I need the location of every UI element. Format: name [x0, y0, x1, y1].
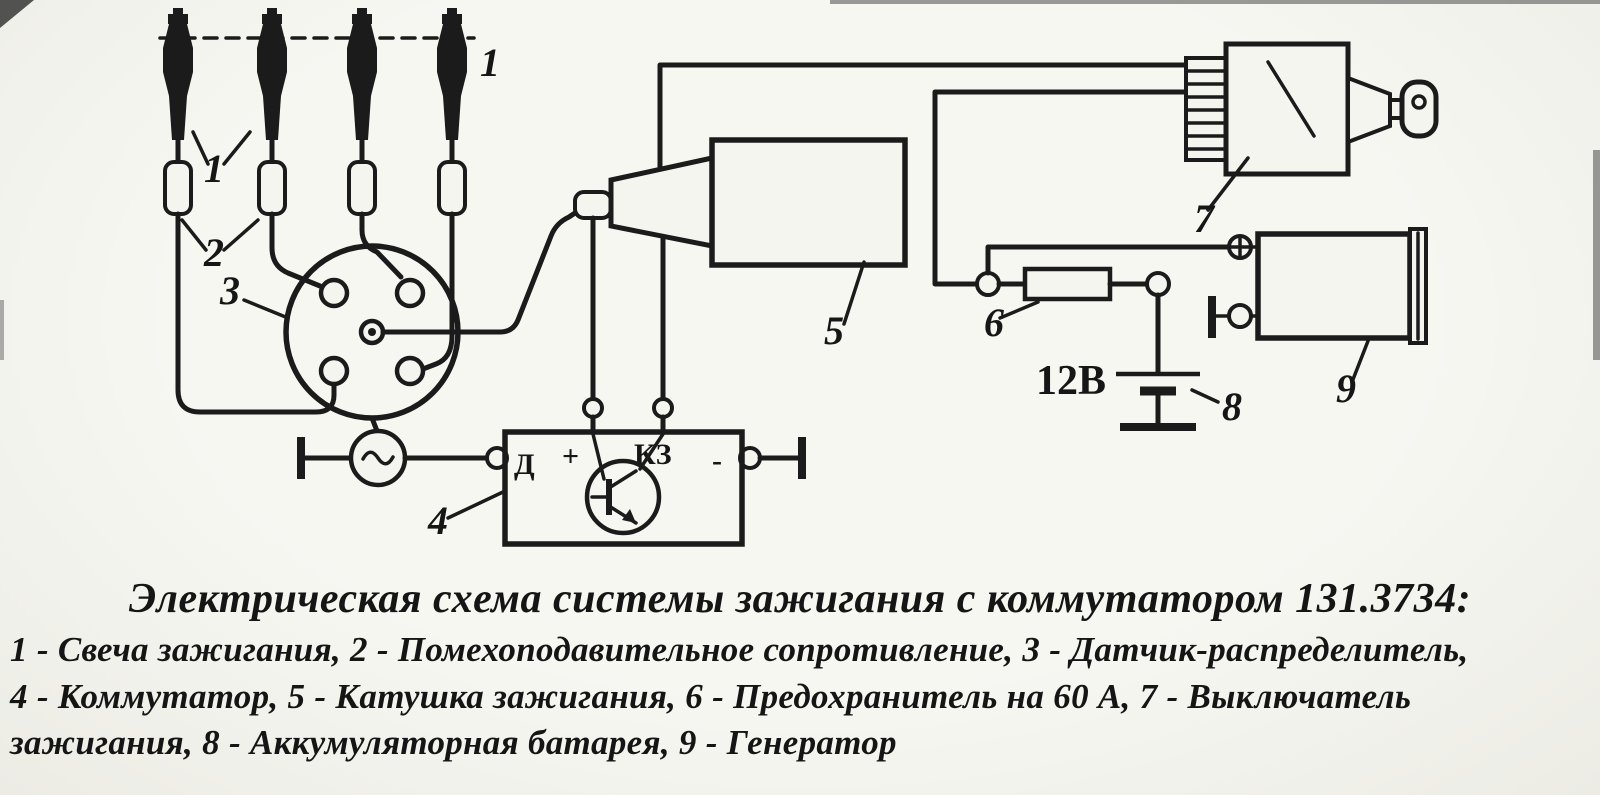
callout-group-5: 5 [824, 260, 866, 353]
spark-plug-3 [347, 8, 377, 140]
spark-plug-leader: 1 [158, 36, 500, 85]
switch-body [1223, 41, 1351, 177]
ignition-switch [1184, 41, 1439, 177]
suppression-resistor-4 [437, 160, 467, 216]
pulse-sensor [297, 415, 490, 488]
callout-5: 5 [824, 308, 844, 353]
callout-group-8: 8 [1190, 384, 1242, 429]
callout-2: 2 [203, 230, 224, 275]
spark-plug-2 [257, 8, 287, 140]
suppression-resistor-2 [257, 160, 287, 216]
terminal-d-label: Д [514, 448, 535, 481]
suppression-resistor-1 [163, 160, 193, 216]
commutator-body [502, 429, 745, 547]
wire-to-generator-plus [985, 244, 1232, 276]
wire-coil-to-switch [657, 62, 1189, 172]
callout-group-1: 1 [191, 130, 252, 191]
terminal-plus-label: + [562, 440, 579, 473]
callout-group-9: 9 [1336, 339, 1370, 411]
fuse-terminal-right [1145, 271, 1171, 297]
connector-dot [582, 397, 604, 419]
fuse-terminal-left [975, 271, 1001, 297]
distributor-contact [318, 355, 350, 387]
spark-plug-4 [437, 8, 467, 140]
scan-artifacts [0, 0, 1600, 360]
spark-plugs [163, 8, 467, 140]
ignition-system-schematic: 1 1 2 [0, 0, 1600, 547]
legend-line-1: 1 - Свеча зажигания, 2 - Помехоподавител… [10, 630, 1469, 669]
generator-body [1255, 231, 1413, 341]
generator-ground-terminal [1227, 303, 1253, 329]
coil-body [709, 137, 908, 268]
wire-switch-to-fuse [932, 89, 1189, 287]
transistor-symbol [584, 432, 665, 536]
battery-voltage-label: 12В [1036, 358, 1106, 404]
callout-group-2: 2 [180, 218, 260, 275]
callout-group-7: 7 [1194, 156, 1250, 241]
legend: 1 - Свеча зажигания, 2 - Помехоподавител… [0, 623, 1600, 767]
suppression-resistor-3 [347, 160, 377, 216]
fuse-body [1022, 266, 1113, 302]
callout-group-6: 6 [984, 300, 1040, 345]
distributor-contact [318, 277, 350, 309]
key-icon [1388, 79, 1439, 139]
battery: 12В [1036, 358, 1200, 431]
switch-contact-hatch [1184, 69, 1228, 151]
terminal-minus-label: - [712, 444, 722, 477]
generator [1208, 227, 1428, 345]
caption-block: Электрическая схема системы зажигания с … [0, 575, 1600, 767]
distributor-contact [394, 277, 426, 309]
callout-4: 4 [427, 498, 448, 543]
spark-plug-1 [163, 8, 193, 140]
callout-1-top: 1 [480, 40, 500, 85]
legend-line-3: зажигания, 8 - Аккумуляторная батарея, 9… [10, 723, 897, 763]
callout-9: 9 [1336, 366, 1356, 411]
callout-group-3: 3 [219, 268, 290, 320]
callout-6: 6 [984, 300, 1004, 345]
fuse-circuit [932, 89, 1232, 375]
ac-wave-icon [361, 450, 395, 466]
ignition-coil [573, 62, 1189, 435]
commutator: Д + КЗ - [485, 429, 806, 547]
callout-3: 3 [219, 268, 240, 313]
coil-hv-terminal [573, 190, 613, 220]
distributor-contact [394, 355, 426, 387]
callout-1: 1 [204, 146, 224, 191]
coil-neck [608, 154, 715, 250]
callout-8: 8 [1222, 384, 1242, 429]
coil-hv-wire [380, 208, 581, 335]
switch-cone [1346, 75, 1392, 145]
callout-7: 7 [1194, 196, 1216, 241]
connector-dot [652, 397, 674, 419]
callout-group-4: 4 [427, 490, 505, 543]
legend-line-2: 4 - Коммутатор, 5 - Катушка зажигания, 6… [10, 676, 1412, 716]
diagram-title: Электрическая схема системы зажигания с … [128, 576, 1472, 622]
